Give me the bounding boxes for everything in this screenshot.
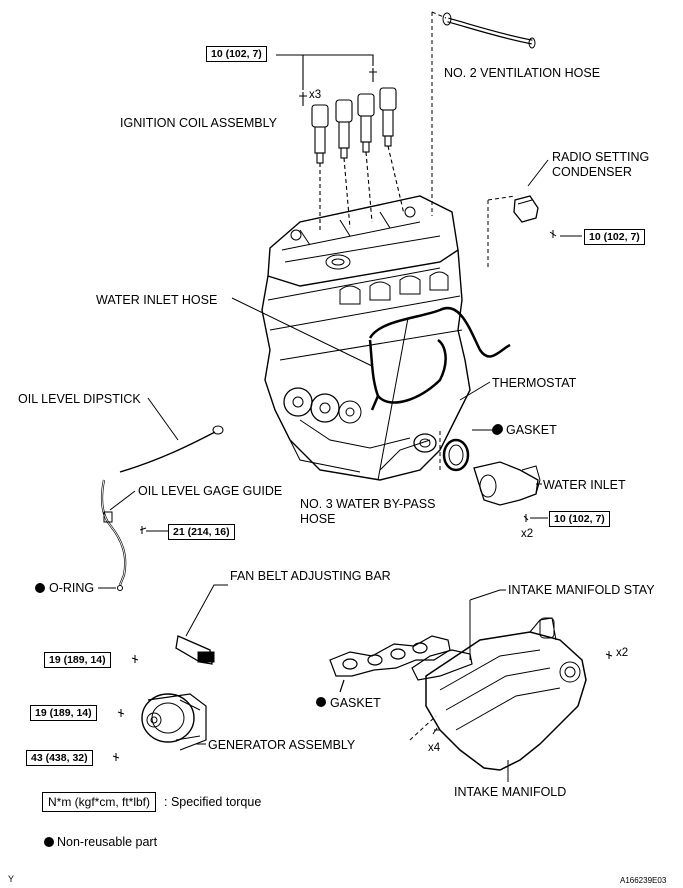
label-fan-belt-bar: FAN BELT ADJUSTING BAR: [230, 569, 391, 583]
label-oil-gage-guide: OIL LEVEL GAGE GUIDE: [138, 484, 283, 498]
figure-id: A166239E03: [620, 876, 667, 885]
hose-leaders: [231, 297, 409, 481]
fan-belt-bar-drawing: [131, 584, 228, 665]
engine-block-drawing: [261, 195, 511, 481]
legend-torque-box: N*m (kgf*cm, ft*lbf): [42, 792, 157, 812]
legend-torque-text: : Specified torque: [164, 795, 262, 809]
torque-coil: 10 (102, 7): [206, 46, 267, 62]
qty-coil-bolts: x3: [309, 89, 322, 101]
label-water-inlet-hose: WATER INLET HOSE: [96, 293, 218, 307]
generator-drawing: [112, 693, 207, 761]
torque-gage-guide: 21 (214, 16): [168, 524, 235, 540]
qty-manifold-right: x2: [616, 647, 629, 659]
torque-condenser: 10 (102, 7): [584, 229, 645, 245]
label-water-inlet: WATER INLET: [543, 478, 626, 492]
label-intake-stay: INTAKE MANIFOLD STAY: [508, 583, 655, 597]
label-o-ring: O-RING: [49, 581, 95, 595]
label-generator: GENERATOR ASSEMBLY: [208, 738, 356, 752]
ignition-coil-drawings: [276, 54, 405, 232]
label-radio-condenser-line1: RADIO SETTING: [552, 150, 650, 164]
torque-generator-upper: 19 (189, 14): [30, 705, 97, 721]
qty-manifold-lower: x4: [428, 742, 441, 754]
water-inlet-drawing: [439, 381, 548, 522]
intake-manifold-drawing: [409, 589, 613, 782]
label-bypass-hose-line1: NO. 3 WATER BY-PASS: [300, 497, 436, 511]
label-ignition-coil: IGNITION COIL ASSEMBLY: [120, 116, 277, 130]
gasket-upper-text: GASKET: [506, 423, 557, 437]
legend-non-reusable: Non-reusable part: [57, 835, 158, 849]
label-intake-manifold: INTAKE MANIFOLD: [454, 785, 567, 799]
intake-gasket-drawing: [329, 635, 451, 693]
label-bypass-hose-line2: HOSE: [300, 512, 336, 526]
label-radio-condenser-line2: CONDENSER: [552, 165, 632, 179]
label-gasket-upper: GASKET: [492, 423, 557, 437]
qty-water-inlet-bolts: x2: [521, 528, 534, 540]
label-ventilation-hose: NO. 2 VENTILATION HOSE: [444, 66, 601, 80]
label-oil-dipstick: OIL LEVEL DIPSTICK: [18, 392, 141, 406]
torque-generator-lower: 43 (438, 32): [26, 750, 93, 766]
torque-water-inlet: 10 (102, 7): [549, 511, 610, 527]
torque-fan-bar: 19 (189, 14): [44, 652, 111, 668]
label-gasket-lower: GASKET: [330, 696, 381, 710]
footer-left-mark: Y: [8, 874, 15, 884]
radio-condenser-drawing: [487, 159, 582, 268]
oil-dipstick-drawing: [98, 397, 224, 591]
label-thermostat: THERMOSTAT: [492, 376, 577, 390]
ventilation-hose-drawing: [431, 11, 536, 216]
